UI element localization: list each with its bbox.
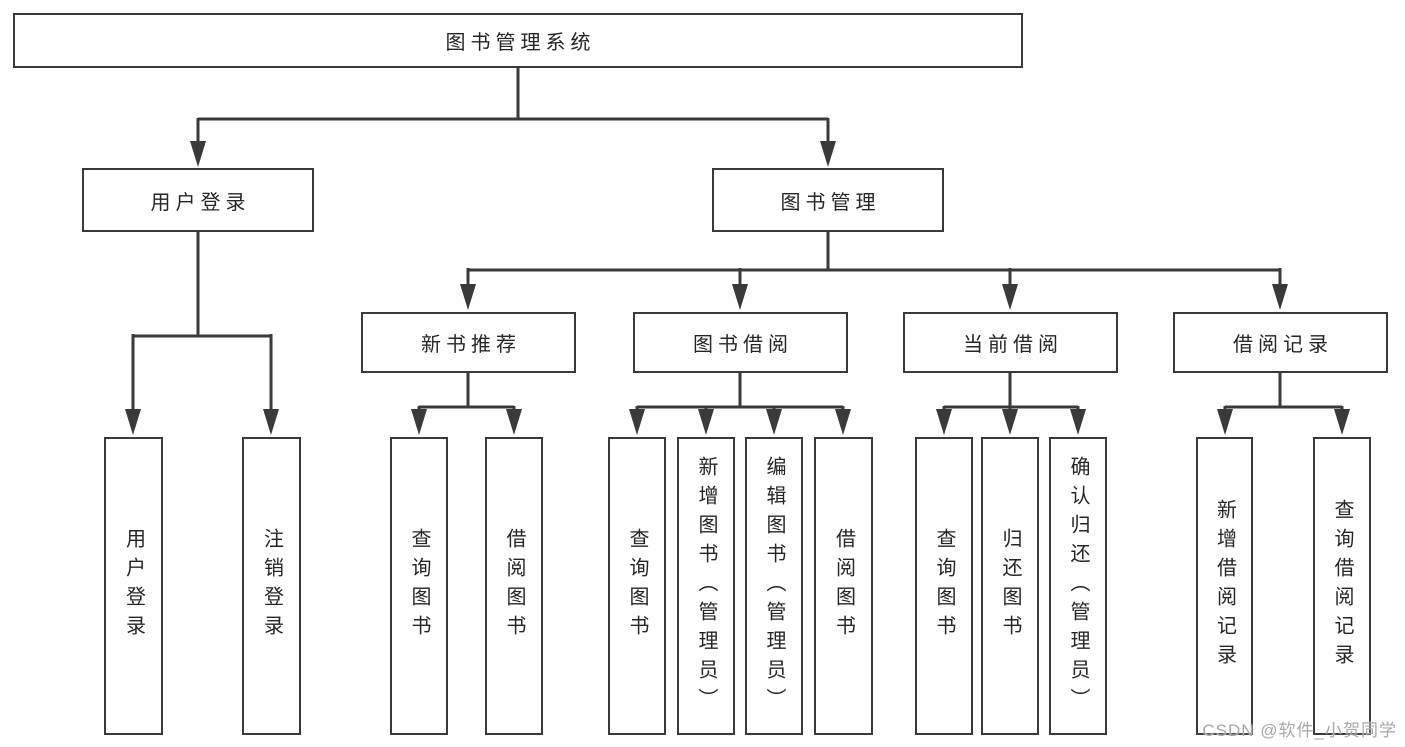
- node-leaf-cb-query-book: 查询图书: [915, 437, 973, 735]
- connector-user-login-to-leaves: [125, 232, 279, 435]
- node-label: 编辑图书（管理员）: [763, 455, 785, 717]
- node-leaf-br-query-record: 查询借阅记录: [1313, 437, 1371, 735]
- node-label: 用户登录: [122, 528, 145, 644]
- node-label: 查询图书: [626, 528, 648, 644]
- node-leaf-cb-return-book: 归还图书: [981, 437, 1039, 735]
- node-leaf-cb-confirm-return-admin: 确认归还（管理员）: [1049, 437, 1107, 735]
- connector-book-borrow-to-leaves: [629, 373, 851, 435]
- node-leaf-bb-edit-book-admin: 编辑图书（管理员）: [745, 437, 803, 735]
- node-leaf-nbr-borrow-book: 借阅图书: [485, 437, 543, 735]
- node-label: 借阅图书: [503, 528, 525, 644]
- node-book-borrow: 图书借阅: [633, 312, 848, 373]
- connector-book-mgmt-to-level3: [460, 232, 1288, 310]
- node-borrow-records: 借阅记录: [1173, 312, 1388, 373]
- node-leaf-user-login: 用户登录: [104, 437, 163, 735]
- node-label: 查询借阅记录: [1331, 499, 1353, 673]
- node-label: 借阅图书: [832, 528, 855, 644]
- node-label: 归还图书: [999, 528, 1021, 644]
- node-label: 查询图书: [933, 528, 955, 644]
- node-leaf-bb-query-book: 查询图书: [608, 437, 666, 735]
- node-library-management-system: 图书管理系统: [13, 13, 1023, 68]
- node-label: 确认归还（管理员）: [1067, 455, 1089, 717]
- node-leaf-bb-add-book-admin: 新增图书（管理员）: [677, 437, 735, 735]
- node-leaf-br-add-record: 新增借阅记录: [1196, 437, 1253, 735]
- watermark: CSDN @软件_小贺同学: [1202, 721, 1397, 740]
- node-label: 注销登录: [260, 528, 283, 644]
- node-label: 查询图书: [408, 528, 430, 644]
- node-leaf-nbr-query-book: 查询图书: [390, 437, 448, 735]
- connector-borrow-records-to-leaves: [1217, 373, 1350, 435]
- connector-current-borrow-to-leaves: [936, 373, 1086, 435]
- connector-root-to-level2: [190, 68, 836, 167]
- connector-new-book-rec-to-leaves: [411, 373, 522, 435]
- node-book-management: 图书管理: [712, 168, 944, 232]
- node-current-borrow: 当前借阅: [903, 312, 1118, 373]
- node-label: 新增借阅记录: [1213, 499, 1236, 673]
- node-new-book-recommend: 新书推荐: [361, 312, 576, 373]
- node-user-login: 用户登录: [82, 168, 314, 232]
- node-leaf-bb-borrow-book: 借阅图书: [814, 437, 873, 735]
- node-label: 新增图书（管理员）: [695, 455, 717, 717]
- node-leaf-logout: 注销登录: [242, 437, 301, 735]
